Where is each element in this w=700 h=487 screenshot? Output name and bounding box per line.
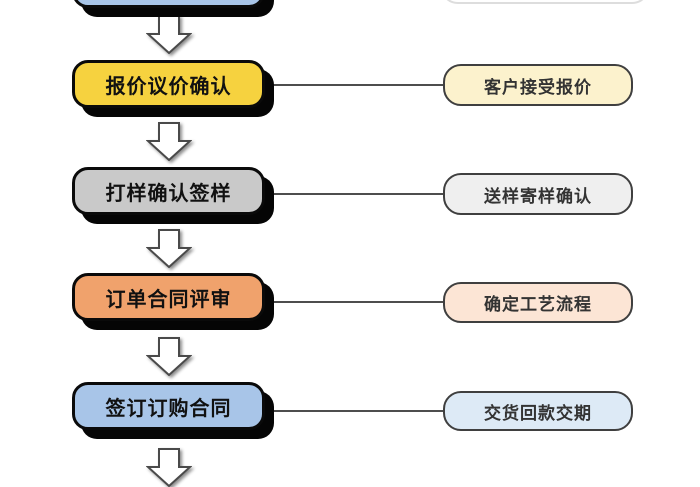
flow-step-order-contract-review: 订单合同评审 [72,273,265,321]
flow-note-delivery-payment-terms: 交货回款交期 [443,391,633,431]
down-arrow-shape [146,337,192,376]
flow-note-pill-partial-top [440,0,650,4]
down-arrow-shape [146,15,192,54]
flowchart-canvas: 报价议价确认 客户接受报价 打样确认签样 送样寄样确认 订单合同评审 确定工艺流… [72,0,650,487]
flow-step-quote-negotiation: 报价议价确认 [72,60,265,108]
down-arrow-shape [146,229,192,268]
flow-note-label: 客户接受报价 [484,77,592,97]
down-arrow-icon [146,337,192,376]
connector-line-contract [262,410,445,412]
flow-step-label: 报价议价确认 [105,75,232,98]
flow-step-label: 打样确认签样 [105,182,232,205]
down-arrow-icon [146,122,192,161]
flow-note-label: 送样寄样确认 [484,186,592,206]
flow-step-label: 签订订购合同 [105,397,232,420]
connector-line-quote [262,84,445,86]
flow-note-label: 交货回款交期 [484,403,592,423]
down-arrow-icon [146,15,192,54]
down-arrow-shape [146,448,192,487]
flow-note-customer-accepts-quote: 客户接受报价 [443,64,633,106]
flow-note-send-sample-confirm: 送样寄样确认 [443,173,633,215]
connector-line-sample [262,193,445,195]
flow-note-determine-process: 确定工艺流程 [443,282,633,323]
connector-line-review [262,301,445,303]
flow-step-box-partial-top [72,0,265,8]
flow-step-proof-sample-sign: 打样确认签样 [72,167,265,215]
down-arrow-icon [146,229,192,268]
down-arrow-icon-partial-bottom [146,448,192,487]
flow-step-sign-purchase-contract: 签订订购合同 [72,382,265,430]
down-arrow-shape [146,122,192,161]
flow-note-label: 确定工艺流程 [484,295,592,314]
flow-step-label: 订单合同评审 [105,288,232,311]
